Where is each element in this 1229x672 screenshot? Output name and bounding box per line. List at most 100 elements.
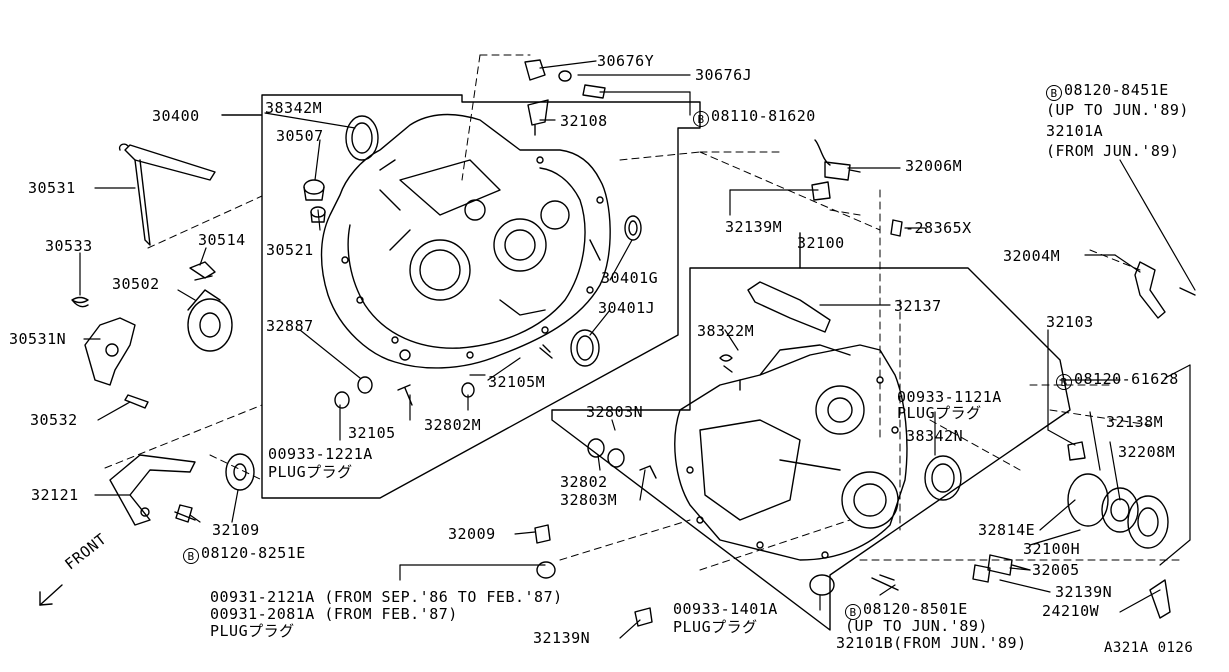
plug-32887 — [357, 376, 373, 394]
bolt-08120-8501E — [871, 574, 899, 591]
plate-32137 — [747, 281, 831, 333]
sensor-32006M — [814, 139, 861, 181]
label-38342M-top: 38342M — [265, 99, 323, 117]
bracket-30676 — [524, 59, 606, 99]
cover-32100H — [1127, 495, 1169, 549]
transmission-case-group-box — [551, 267, 1071, 631]
label-00933-1401A: 00933-1401A — [673, 600, 778, 618]
label-upto-8501E: (UP TO JUN.'89) — [845, 617, 988, 635]
label-30531N: 30531N — [9, 330, 67, 348]
label-plug-1121A: PLUGプラグ — [897, 404, 982, 422]
label-32803N: 32803N — [586, 403, 644, 421]
front-arrow — [39, 584, 63, 606]
diagram-code: A321A 0126 — [1104, 640, 1194, 656]
part-number: 08110-81620 — [711, 107, 816, 125]
plug-00933-1221A — [334, 391, 350, 409]
bush-30521 — [310, 206, 326, 223]
label-24210W: 24210W — [1042, 602, 1100, 620]
bush-30507 — [303, 179, 325, 201]
label-00933-1221A: 00933-1221A — [268, 445, 373, 463]
label-00933-1121A: 00933-1121A — [897, 388, 1002, 406]
bolt-b-icon: B — [845, 604, 861, 620]
label-32004M: 32004M — [1003, 247, 1061, 265]
seal-30401J — [570, 329, 600, 367]
plug-32802M — [461, 382, 475, 398]
part-number: 08120-8451E — [1064, 81, 1169, 99]
label-32121: 32121 — [31, 486, 79, 504]
label-32802: 32802 — [560, 473, 608, 491]
label-30507: 30507 — [276, 127, 324, 145]
part-number: 08120-8501E — [863, 600, 968, 618]
bolt-08120-8251E — [174, 504, 196, 523]
transmission-case — [674, 344, 908, 561]
bolt-b-icon: B — [1046, 85, 1062, 101]
plugs-32803 — [587, 438, 657, 479]
label-upto-8451E: (UP TO JUN.'89) — [1046, 101, 1189, 119]
label-32105M: 32105M — [488, 373, 546, 391]
label-30531: 30531 — [28, 179, 76, 197]
clutch-housing-group-box — [221, 94, 701, 499]
label-32139N-right: 32139N — [1055, 583, 1113, 601]
label-32814E: 32814E — [978, 521, 1036, 539]
part-number: 08120-61628 — [1074, 370, 1179, 388]
label-32139M: 32139M — [725, 218, 783, 236]
label-30514: 30514 — [198, 231, 246, 249]
clutch-housing — [320, 113, 611, 369]
leader-lines — [79, 60, 1196, 639]
label-32802M: 32802M — [424, 416, 482, 434]
label-30401G: 30401G — [601, 269, 659, 287]
label-plug-1221A: PLUGプラグ — [268, 463, 353, 481]
label-32109: 32109 — [212, 521, 260, 539]
seal-32208M — [1101, 487, 1139, 533]
seal-38342M — [345, 115, 379, 161]
label-32138M: 32138M — [1106, 413, 1164, 431]
label-32887: 32887 — [266, 317, 314, 335]
label-30502: 30502 — [112, 275, 160, 293]
label-30401J: 30401J — [598, 299, 656, 317]
label-00931-2081A: 00931-2081A (FROM FEB.'87) — [210, 605, 458, 623]
label-32101A: 32101A — [1046, 122, 1104, 140]
dash-prefix: - — [905, 219, 915, 237]
bolt-b-icon: B — [183, 548, 199, 564]
breather-32108 — [527, 99, 549, 136]
label-32208M: 32208M — [1118, 443, 1176, 461]
plug-32139N-bottom — [634, 607, 653, 627]
label-28365X: -28365X — [905, 220, 972, 236]
label-32105: 32105 — [348, 424, 396, 442]
spring-38322M — [719, 354, 733, 373]
label-30521: 30521 — [266, 241, 314, 259]
bolt-b-icon: B — [693, 111, 709, 127]
bracket-32121 — [109, 454, 196, 526]
label-32101B: 32101B(FROM JUN.'89) — [836, 634, 1027, 652]
label-32006M: 32006M — [905, 157, 963, 175]
part-number: 28365X — [914, 219, 972, 237]
release-bearing-30502 — [187, 289, 233, 352]
switch-32005 — [987, 554, 1031, 576]
withdrawal-lever-30531N — [84, 317, 136, 386]
pin-32105 — [397, 384, 413, 406]
pin-30532 — [124, 394, 149, 409]
label-30676J: 30676J — [695, 66, 753, 84]
label-32103: 32103 — [1046, 313, 1094, 331]
plug-00931 — [536, 561, 556, 579]
label-32005: 32005 — [1032, 561, 1080, 579]
part-32009 — [534, 524, 551, 544]
shift-fork-30531 — [118, 143, 216, 246]
label-from-32101A: (FROM JUN.'89) — [1046, 142, 1180, 160]
seal-38342N — [924, 455, 962, 501]
bolt-b-icon: B — [1056, 374, 1072, 390]
spring-30533 — [71, 296, 89, 308]
label-32009: 32009 — [448, 525, 496, 543]
clip-30514 — [189, 261, 216, 281]
label-32139N-bottom: 32139N — [533, 629, 591, 647]
lever-32004M — [1134, 261, 1196, 319]
plug-32139M — [811, 181, 831, 201]
label-plug-1401A: PLUGプラグ — [673, 618, 758, 636]
label-32137: 32137 — [894, 297, 942, 315]
label-32108: 32108 — [560, 112, 608, 130]
